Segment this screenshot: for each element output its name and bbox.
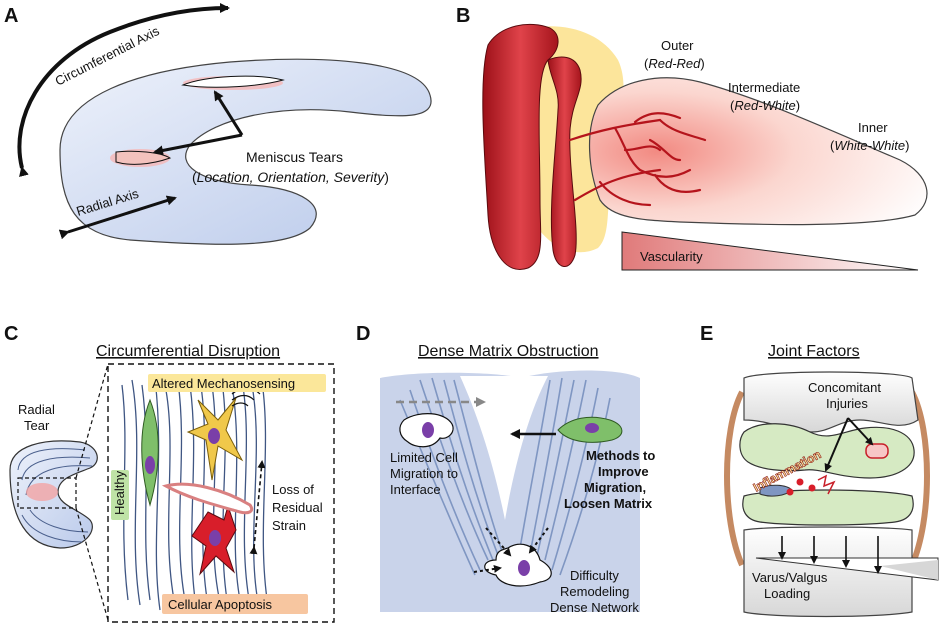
varus-label-2: Loading bbox=[764, 586, 810, 601]
ligament-right bbox=[909, 390, 930, 567]
tear-pointer-arrow-1 bbox=[213, 90, 244, 136]
panel-b: B Vascularity Outer (Red-Red) Intermedia… bbox=[456, 5, 928, 271]
healthy-cell bbox=[141, 398, 159, 507]
residual-strain-arrow bbox=[249, 460, 266, 555]
remodeling-cell bbox=[484, 543, 552, 587]
migrating-cell-green-nucleus bbox=[585, 423, 599, 433]
meniscus-tears-label: Meniscus Tears bbox=[246, 149, 343, 165]
radial-tear-label-2: Tear bbox=[24, 418, 50, 433]
meniscus-tears-details: (Location, Orientation, Severity) bbox=[192, 169, 389, 185]
methods-label-2: Improve bbox=[598, 464, 649, 479]
tear-pointer-arrow-2 bbox=[153, 133, 243, 156]
tear-gap bbox=[460, 376, 548, 520]
inflammation-dot-2 bbox=[808, 484, 816, 492]
injury-site-1 bbox=[865, 443, 889, 459]
inflammation-dot-1 bbox=[796, 478, 804, 486]
limited-label-3: Interface bbox=[390, 482, 441, 497]
zoom-line-top bbox=[75, 363, 109, 479]
migrating-cell-white-nucleus bbox=[422, 422, 434, 438]
healthy-label: Healthy bbox=[112, 470, 127, 515]
inflammation-dot-3 bbox=[786, 488, 794, 496]
apoptosis-highlight bbox=[162, 594, 308, 614]
outer-label: Outer bbox=[661, 38, 694, 53]
dense-fibers-right bbox=[517, 377, 611, 576]
panel-e: E Joint Factors Concomitant Injuries Inf… bbox=[700, 323, 939, 618]
small-radial-tear bbox=[26, 483, 58, 501]
apoptosis-label: Cellular Apoptosis bbox=[168, 597, 273, 612]
loss-label-1: Loss of bbox=[272, 482, 314, 497]
vascularity-label: Vascularity bbox=[640, 249, 703, 264]
methods-label-3: Migration, bbox=[584, 480, 646, 495]
concomitant-label-1: Concomitant bbox=[808, 380, 881, 395]
panel-b-letter: B bbox=[456, 5, 470, 27]
difficulty-label-1: Difficulty bbox=[570, 568, 619, 583]
concomitant-arrow-2 bbox=[847, 417, 874, 446]
intermediate-label: Intermediate bbox=[728, 80, 800, 95]
panel-a-letter: A bbox=[4, 5, 18, 27]
concomitant-label-2: Injuries bbox=[826, 396, 868, 411]
vascularity-wedge bbox=[621, 231, 919, 271]
remodel-arrow-3 bbox=[473, 564, 502, 573]
radial-axis-arrow bbox=[58, 195, 177, 240]
circumferential-axis-arrow bbox=[17, 3, 230, 177]
longitudinal-tear bbox=[181, 75, 285, 88]
panel-c-letter: C bbox=[4, 323, 18, 345]
panel-e-title: Joint Factors bbox=[768, 343, 860, 360]
limited-label-1: Limited Cell bbox=[390, 450, 458, 465]
panel-d: D Dense Matrix Obstruction bbox=[356, 323, 655, 615]
injury-tear-mark bbox=[817, 474, 836, 495]
healthy-cell-nucleus bbox=[145, 456, 155, 474]
remodeling-cell-nucleus bbox=[518, 560, 530, 576]
loss-label-2: Residual bbox=[272, 500, 323, 515]
panel-e-letter: E bbox=[700, 323, 713, 345]
panel-c-title: Circumferential Disruption bbox=[96, 343, 280, 360]
branch-vessel bbox=[547, 56, 582, 267]
limited-label-2: Migration to bbox=[390, 466, 458, 481]
methods-label-1: Methods to bbox=[586, 448, 655, 463]
mechanosensing-cell-nucleus bbox=[208, 428, 220, 444]
main-vessel bbox=[482, 23, 559, 270]
inner-sub-label: (White-White) bbox=[830, 138, 909, 153]
altered-highlight bbox=[148, 374, 326, 392]
concomitant-arrow-1 bbox=[824, 417, 849, 472]
ligament-left bbox=[724, 390, 745, 567]
radial-tear-label-1: Radial bbox=[18, 402, 55, 417]
apoptotic-cell-nucleus bbox=[209, 530, 221, 546]
panel-a: A Circumferential Axis Meniscus Tears (L… bbox=[4, 3, 432, 245]
panel-d-letter: D bbox=[356, 323, 370, 345]
remodel-arrow-1 bbox=[485, 527, 512, 557]
healthy-highlight bbox=[111, 470, 129, 520]
panel-c: C Circumferential Disruption Radial Tear bbox=[4, 323, 335, 623]
difficulty-label-2: Remodeling bbox=[560, 584, 629, 599]
intermediate-sub-label: (Red-White) bbox=[730, 98, 800, 113]
varus-label-1: Varus/Valgus bbox=[752, 570, 828, 585]
inner-label: Inner bbox=[858, 120, 888, 135]
tibia bbox=[743, 526, 913, 618]
loss-label-3: Strain bbox=[272, 518, 306, 533]
loading-wedge-shade bbox=[880, 560, 938, 580]
panel-d-title: Dense Matrix Obstruction bbox=[418, 343, 599, 360]
remodel-arrow-2 bbox=[528, 527, 549, 554]
altered-mechanosensing-label: Altered Mechanosensing bbox=[152, 376, 295, 391]
meniscus-wedge bbox=[588, 77, 928, 226]
zoom-line-bottom bbox=[75, 507, 109, 621]
outer-sub-label: (Red-Red) bbox=[644, 56, 705, 71]
zoom-box-small bbox=[17, 477, 77, 509]
difficulty-label-3: Dense Network bbox=[550, 600, 639, 615]
capillary-network bbox=[568, 112, 707, 207]
methods-label-4: Loosen Matrix bbox=[564, 496, 653, 511]
